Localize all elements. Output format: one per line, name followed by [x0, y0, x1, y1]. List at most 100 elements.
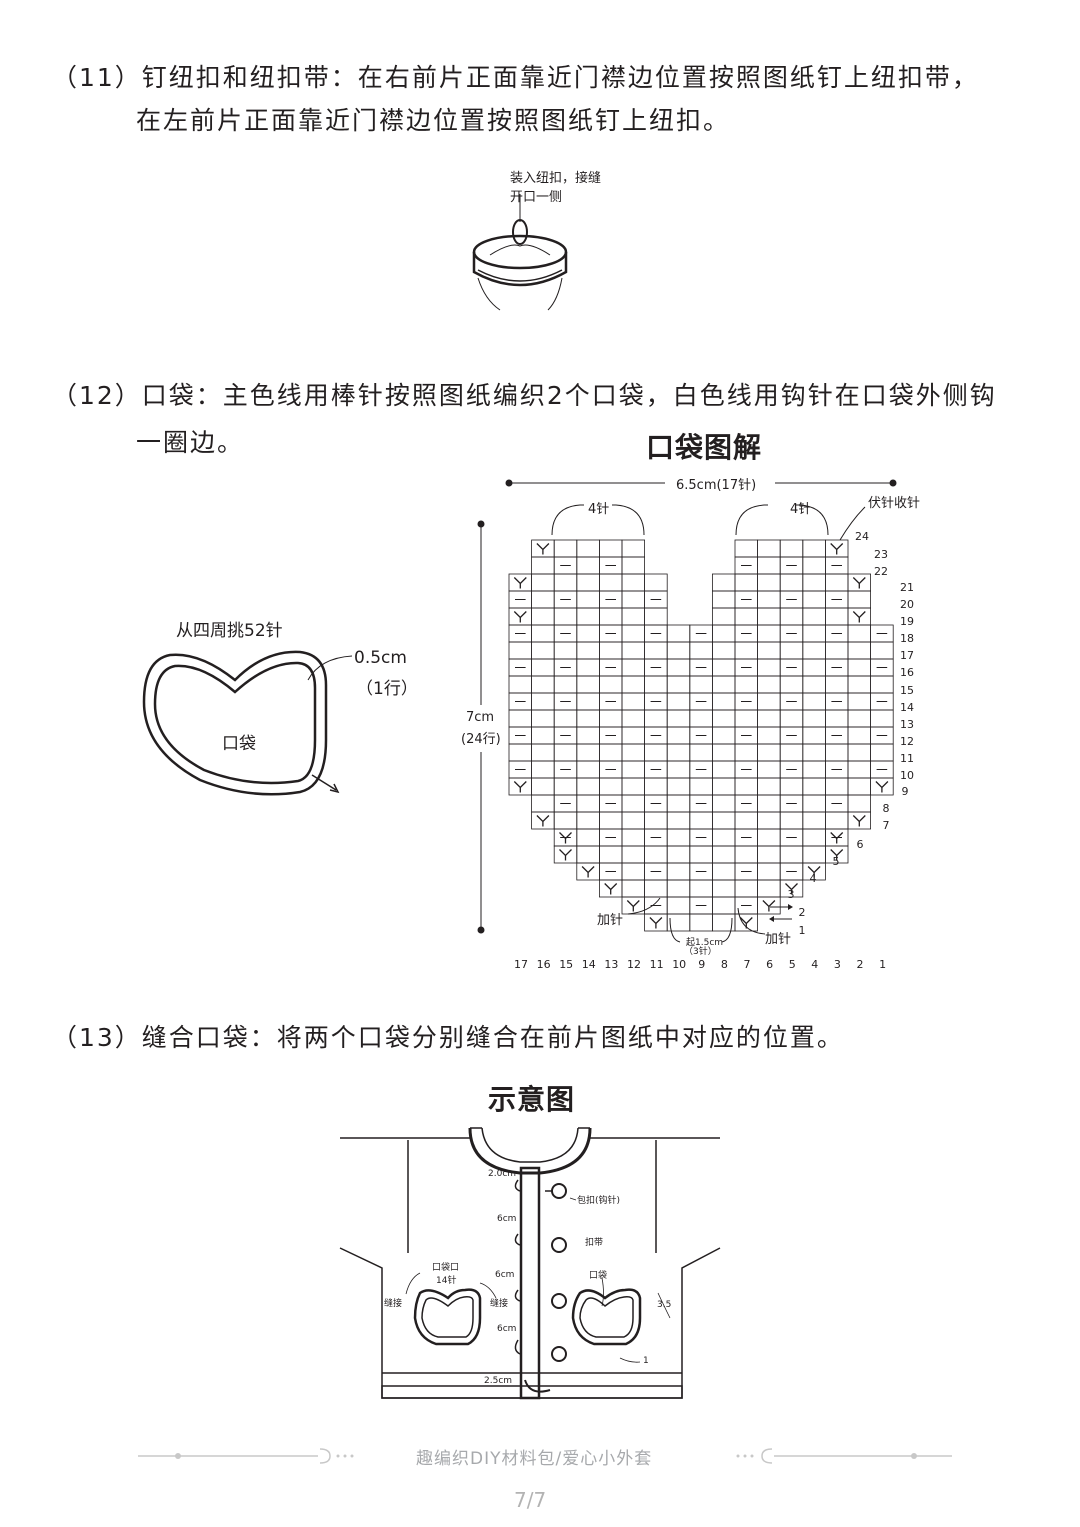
chart-cell: [689, 811, 713, 830]
column-number: 6: [766, 958, 774, 971]
chart-cell: [757, 556, 781, 575]
chart-cell: [802, 624, 826, 643]
increase-symbol: [536, 815, 550, 827]
chart-height-label: 7cm: [466, 710, 495, 725]
chart-cell: [553, 539, 578, 558]
increase-symbol: [581, 866, 595, 878]
chart-cell: [553, 641, 578, 660]
chart-cell: [576, 794, 600, 813]
chart-cell: [847, 743, 872, 762]
chart-cell: [802, 590, 826, 609]
chart-cell: [576, 760, 600, 779]
step-11-line-2: 在左前片正面靠近门襟边位置按照图纸钉上纽扣。: [136, 106, 731, 135]
row-number: 15: [900, 684, 914, 697]
increase-symbol: [513, 577, 527, 589]
chart-cell: [599, 777, 623, 796]
row-number: 9: [901, 785, 909, 798]
chart-cell: [644, 573, 668, 592]
chart-cell: [689, 743, 713, 762]
chart-cell: [824, 743, 849, 762]
chart-cell: [599, 743, 623, 762]
chart-cell: [757, 828, 781, 847]
chart-cell: [802, 539, 826, 558]
chart-cell: [847, 675, 872, 694]
chart-cell: [621, 777, 646, 796]
row-number: 16: [900, 666, 914, 679]
chart-cell: [847, 624, 872, 643]
sew-mid-label: 缝接: [490, 1299, 509, 1309]
chart-cell: [711, 760, 736, 779]
chart-cell: [576, 777, 600, 796]
chart-cell: [824, 811, 849, 830]
dim-3-5: 3.5: [657, 1300, 672, 1310]
chart-cell: [599, 845, 623, 864]
chart-cell: [802, 607, 826, 626]
chart-cell: [757, 811, 781, 830]
increase-left-label: 加针: [597, 913, 624, 928]
chart-cell: [711, 590, 736, 609]
chart-cell: [779, 573, 804, 592]
chart-cell: [531, 794, 555, 813]
start-sts-label: （3针）: [684, 947, 717, 957]
chart-cell: [599, 539, 623, 558]
chart-cell: [757, 624, 781, 643]
column-number: 15: [559, 958, 574, 971]
chart-cell: [824, 573, 849, 592]
column-number: 4: [811, 958, 819, 971]
chart-cell: [576, 828, 600, 847]
chart-cell: [599, 709, 623, 728]
chart-cell: [802, 845, 826, 864]
chart-cell: [734, 675, 759, 694]
increase-symbol: [559, 849, 572, 861]
dim-2-5cm: 2.5cm: [484, 1376, 513, 1386]
chart-cell: [666, 675, 691, 694]
chart-cell: [757, 896, 781, 915]
column-number: 2: [856, 958, 864, 971]
chart-cell: [576, 539, 600, 558]
chart-cell: [621, 539, 646, 558]
chart-cell: [870, 743, 894, 762]
chart-cell: [847, 811, 872, 830]
chart-cell: [802, 641, 826, 660]
increase-symbol: [830, 543, 844, 555]
chart-cell: [870, 641, 894, 660]
chart-cell: [824, 845, 849, 864]
pocket-mouth-label: 口袋口: [432, 1263, 460, 1273]
chart-cell: [621, 862, 646, 881]
chart-cell: [576, 556, 600, 575]
chart-cell: [734, 743, 759, 762]
chart-cell: [847, 692, 872, 711]
chart-cell: [757, 845, 781, 864]
chart-cell: [576, 590, 600, 609]
chart-cell: [757, 777, 781, 796]
chart-cell: [531, 726, 555, 745]
chart-cell: [666, 811, 691, 830]
chart-cell: [689, 641, 713, 660]
increase-symbol: [852, 815, 866, 827]
chart-cell: [621, 641, 646, 660]
chart-cell: [711, 862, 736, 881]
column-number: 10: [672, 958, 687, 971]
chart-cell: [779, 743, 804, 762]
chart-cell: [711, 658, 736, 677]
chart-cell: [531, 556, 555, 575]
chart-cell: [599, 811, 623, 830]
chart-cell: [734, 573, 759, 592]
chart-cell: [711, 811, 736, 830]
chart-cell: [757, 692, 781, 711]
chart-cell: [757, 726, 781, 745]
chart-cell: [689, 709, 713, 728]
chart-cell: [757, 658, 781, 677]
footer-title: 趣编织DIY材料包/爱心小外套: [416, 1449, 653, 1469]
lobe-right-label: 4针: [790, 502, 812, 517]
chart-cell: [847, 709, 872, 728]
start-width-label: 起1.5cm: [686, 938, 724, 948]
edge-pickup-label: 从四周挑52针: [176, 621, 283, 641]
chart-cell: [576, 658, 600, 677]
chart-cell: [508, 709, 533, 728]
chart-cell: [666, 726, 691, 745]
chart-cell: [553, 675, 578, 694]
chart-width-line: [505, 479, 897, 487]
chart-cell: [576, 573, 600, 592]
chart-cell: [689, 845, 713, 864]
